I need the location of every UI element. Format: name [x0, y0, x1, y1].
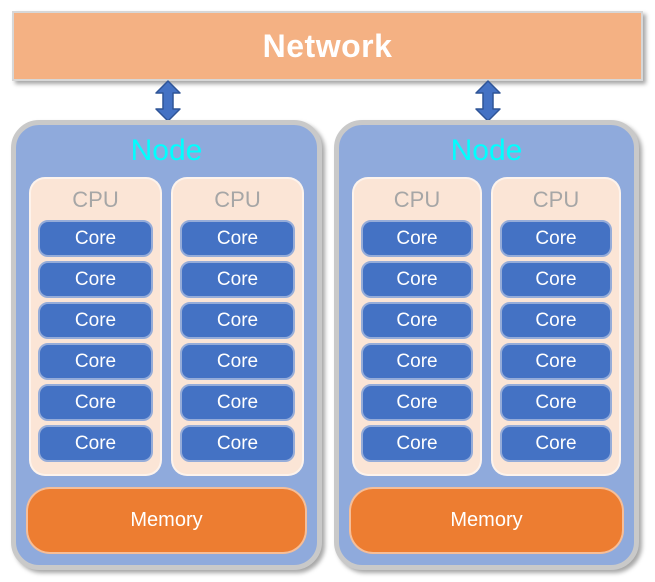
cpu-label: CPU [393, 186, 441, 212]
core-box: Core [180, 220, 295, 257]
node-title: Node [450, 134, 523, 167]
cpu-box: CPU Core Core Core Core Core Core [171, 177, 304, 476]
memory-box: Memory [26, 487, 307, 554]
core-box: Core [180, 261, 295, 298]
cpu-label: CPU [214, 186, 261, 212]
core-box: Core [38, 425, 153, 462]
core-box: Core [361, 425, 473, 462]
core-box: Core [38, 261, 153, 298]
memory-box: Memory [349, 487, 624, 554]
core-list: Core Core Core Core Core Core [38, 220, 153, 462]
cpu-row: CPU Core Core Core Core Core Core CPU Co… [339, 177, 634, 476]
cpu-label: CPU [72, 186, 119, 212]
core-box: Core [500, 220, 612, 257]
core-box: Core [500, 425, 612, 462]
core-box: Core [500, 302, 612, 339]
core-box: Core [38, 220, 153, 257]
core-box: Core [38, 343, 153, 380]
core-box: Core [180, 425, 295, 462]
core-box: Core [38, 384, 153, 421]
core-box: Core [500, 384, 612, 421]
cpu-box: CPU Core Core Core Core Core Core [352, 177, 482, 476]
core-box: Core [361, 384, 473, 421]
network-label: Network [262, 27, 393, 64]
cpu-label: CPU [532, 186, 580, 212]
double-arrow-icon [155, 80, 181, 122]
core-box: Core [180, 384, 295, 421]
double-arrow-icon [475, 80, 501, 122]
node-box-left: Node CPU Core Core Core Core Core Core C… [11, 120, 322, 570]
core-box: Core [180, 302, 295, 339]
core-list: Core Core Core Core Core Core [361, 220, 473, 462]
cpu-row: CPU Core Core Core Core Core Core CPU Co… [16, 177, 317, 476]
core-box: Core [500, 261, 612, 298]
core-box: Core [361, 261, 473, 298]
node-title: Node [130, 134, 203, 167]
node-box-right: Node CPU Core Core Core Core Core Core C… [334, 120, 639, 570]
core-box: Core [500, 343, 612, 380]
core-box: Core [361, 220, 473, 257]
core-list: Core Core Core Core Core Core [500, 220, 612, 462]
cpu-box: CPU Core Core Core Core Core Core [491, 177, 621, 476]
core-box: Core [180, 343, 295, 380]
network-box: Network [12, 11, 643, 81]
core-list: Core Core Core Core Core Core [180, 220, 295, 462]
core-box: Core [361, 343, 473, 380]
core-box: Core [38, 302, 153, 339]
cpu-box: CPU Core Core Core Core Core Core [29, 177, 162, 476]
core-box: Core [361, 302, 473, 339]
